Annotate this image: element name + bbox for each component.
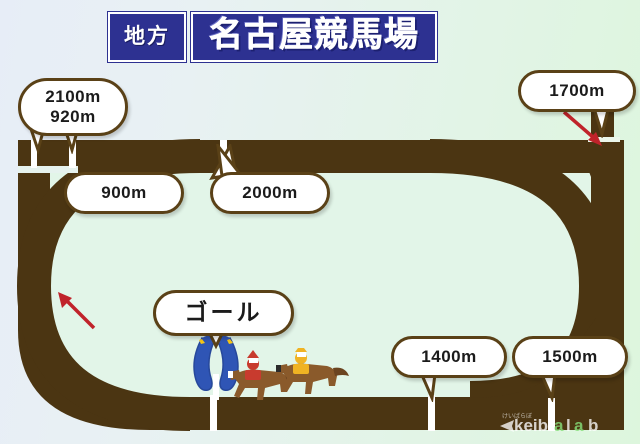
marker-2100-920-line2: 920m — [50, 107, 96, 126]
category-tag-label: 地方 — [124, 24, 170, 48]
goal-line-gap — [210, 395, 217, 431]
gap-2100-line — [31, 140, 37, 168]
arrow-left-run — [58, 292, 96, 330]
marker-goal[interactable]: ゴール — [153, 290, 294, 336]
chute-base-left — [18, 163, 78, 173]
marker-900[interactable]: 900m — [64, 172, 184, 214]
title-bar: 地方 名古屋競馬場 — [108, 12, 437, 62]
chute-left-body — [18, 140, 78, 166]
marker-1400[interactable]: 1400m — [391, 336, 507, 378]
watermark-text-2: a — [554, 416, 564, 435]
horse-rear — [228, 350, 301, 400]
marker-1500[interactable]: 1500m — [512, 336, 628, 378]
marker-2100-920[interactable]: 2100m 920m — [18, 78, 128, 136]
start-gap-1500 — [548, 395, 555, 431]
gap-920-line — [69, 140, 76, 168]
back-straight — [18, 140, 604, 173]
marker-900-label: 900m — [101, 183, 147, 203]
watermark-text-1: keib — [514, 416, 548, 435]
watermark-text-3: l — [566, 416, 571, 435]
marker-2100-920-line1: 2100m — [45, 87, 101, 107]
marker-1700[interactable]: 1700m — [518, 70, 636, 112]
watermark-text-4: a — [574, 416, 584, 435]
marker-2100-920-label: 2100m 920m — [45, 87, 100, 126]
marker-2000[interactable]: 2000m — [210, 172, 330, 214]
lower-right-chute — [470, 318, 596, 398]
start-gap-1400 — [428, 395, 435, 431]
marker-1500-label: 1500m — [542, 347, 598, 367]
category-tag: 地方 — [108, 12, 186, 62]
start-gap-1700 — [588, 137, 620, 142]
watermark-tagline: けいばらぼ — [502, 412, 532, 420]
course-name-label: 名古屋競馬場 — [209, 16, 419, 54]
marker-2000-label: 2000m — [242, 183, 298, 203]
horse-lead — [276, 348, 349, 394]
right-straight — [591, 140, 624, 430]
marker-1400-label: 1400m — [421, 347, 477, 367]
course-name-box: 名古屋競馬場 — [191, 12, 437, 62]
watermark-text-5: b — [588, 416, 598, 435]
arrow-right-run — [562, 110, 602, 146]
marker-1700-label: 1700m — [549, 81, 605, 101]
marker-goal-label: ゴール — [184, 299, 263, 326]
home-straight — [150, 397, 624, 430]
keibalab-watermark-logo: けいばらぼ keib a l a b — [500, 412, 598, 435]
racehorses-icon — [228, 348, 349, 400]
